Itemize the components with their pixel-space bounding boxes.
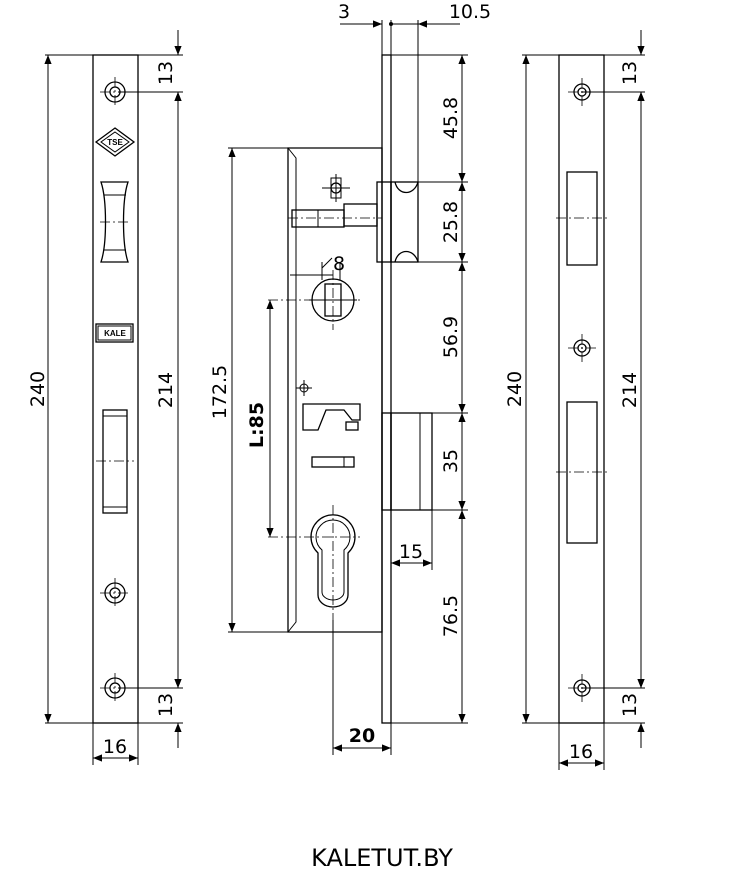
screw-hole-bottom bbox=[100, 673, 130, 703]
screw-hole-lower bbox=[100, 578, 130, 608]
dim-25-8-label: 25.8 bbox=[440, 201, 462, 243]
spindle-hub: 8 bbox=[268, 253, 360, 330]
cylinder-hole bbox=[268, 505, 360, 620]
strike-screw-hole-top bbox=[568, 78, 596, 106]
deadbolt-slot bbox=[311, 456, 355, 468]
site-watermark: KALETUT.BY bbox=[311, 844, 453, 872]
dim-56-9-label: 56.9 bbox=[440, 316, 462, 358]
deadbolt-opening bbox=[96, 409, 134, 514]
dim-45-8-label: 45.8 bbox=[440, 97, 462, 139]
strike-deadbolt-opening bbox=[556, 401, 610, 544]
right-bottom-offset-label: 13 bbox=[619, 693, 641, 717]
roller-latch-opening bbox=[100, 181, 130, 263]
left-faceplate: TSE KALE 240 214 13 bbox=[27, 30, 183, 765]
left-top-offset-label: 13 bbox=[155, 61, 177, 85]
body-height-label: 172.5 bbox=[209, 365, 231, 419]
latch-tail bbox=[288, 203, 382, 228]
right-top-offset-label: 13 bbox=[619, 61, 641, 85]
strike-latch-opening bbox=[556, 171, 610, 266]
left-plate-height-label: 240 bbox=[27, 371, 49, 407]
faceplate-thickness-label: 10.5 bbox=[449, 1, 491, 23]
right-plate-height-label: 240 bbox=[504, 371, 526, 407]
left-screw-spacing-label: 214 bbox=[155, 372, 177, 408]
screw-hole-top bbox=[100, 77, 130, 107]
right-screw-spacing-label: 214 bbox=[619, 372, 641, 408]
spindle-cylinder-distance-label: L:85 bbox=[246, 402, 268, 448]
follower-screw bbox=[322, 174, 350, 202]
backset-label: 20 bbox=[349, 725, 375, 747]
square-spindle-label: 8 bbox=[333, 253, 345, 275]
deadbolt-throw-label: 15 bbox=[399, 541, 423, 563]
svg-text:KALE: KALE bbox=[104, 329, 126, 338]
forend-thickness-label: 3 bbox=[338, 1, 350, 23]
deadbolt bbox=[381, 412, 433, 511]
deadbolt-cam bbox=[302, 403, 361, 431]
tse-logo: TSE bbox=[94, 127, 136, 157]
fixing-screw-mark bbox=[296, 380, 312, 396]
dim-35-label: 35 bbox=[440, 449, 462, 473]
strike-screw-hole-middle bbox=[568, 334, 596, 362]
roller-latch bbox=[376, 181, 419, 263]
right-plate-width-label: 16 bbox=[569, 741, 593, 763]
left-bottom-offset-label: 13 bbox=[155, 693, 177, 717]
left-plate-width-label: 16 bbox=[103, 736, 127, 758]
dim-76-5-label: 76.5 bbox=[440, 595, 462, 637]
lock-side-view: 3 10.5 bbox=[209, 1, 491, 755]
kale-logo: KALE bbox=[95, 323, 134, 343]
svg-text:TSE: TSE bbox=[107, 138, 123, 147]
strike-screw-hole-bottom bbox=[568, 674, 596, 702]
right-strike-plate: 240 214 13 13 16 bbox=[504, 30, 645, 770]
